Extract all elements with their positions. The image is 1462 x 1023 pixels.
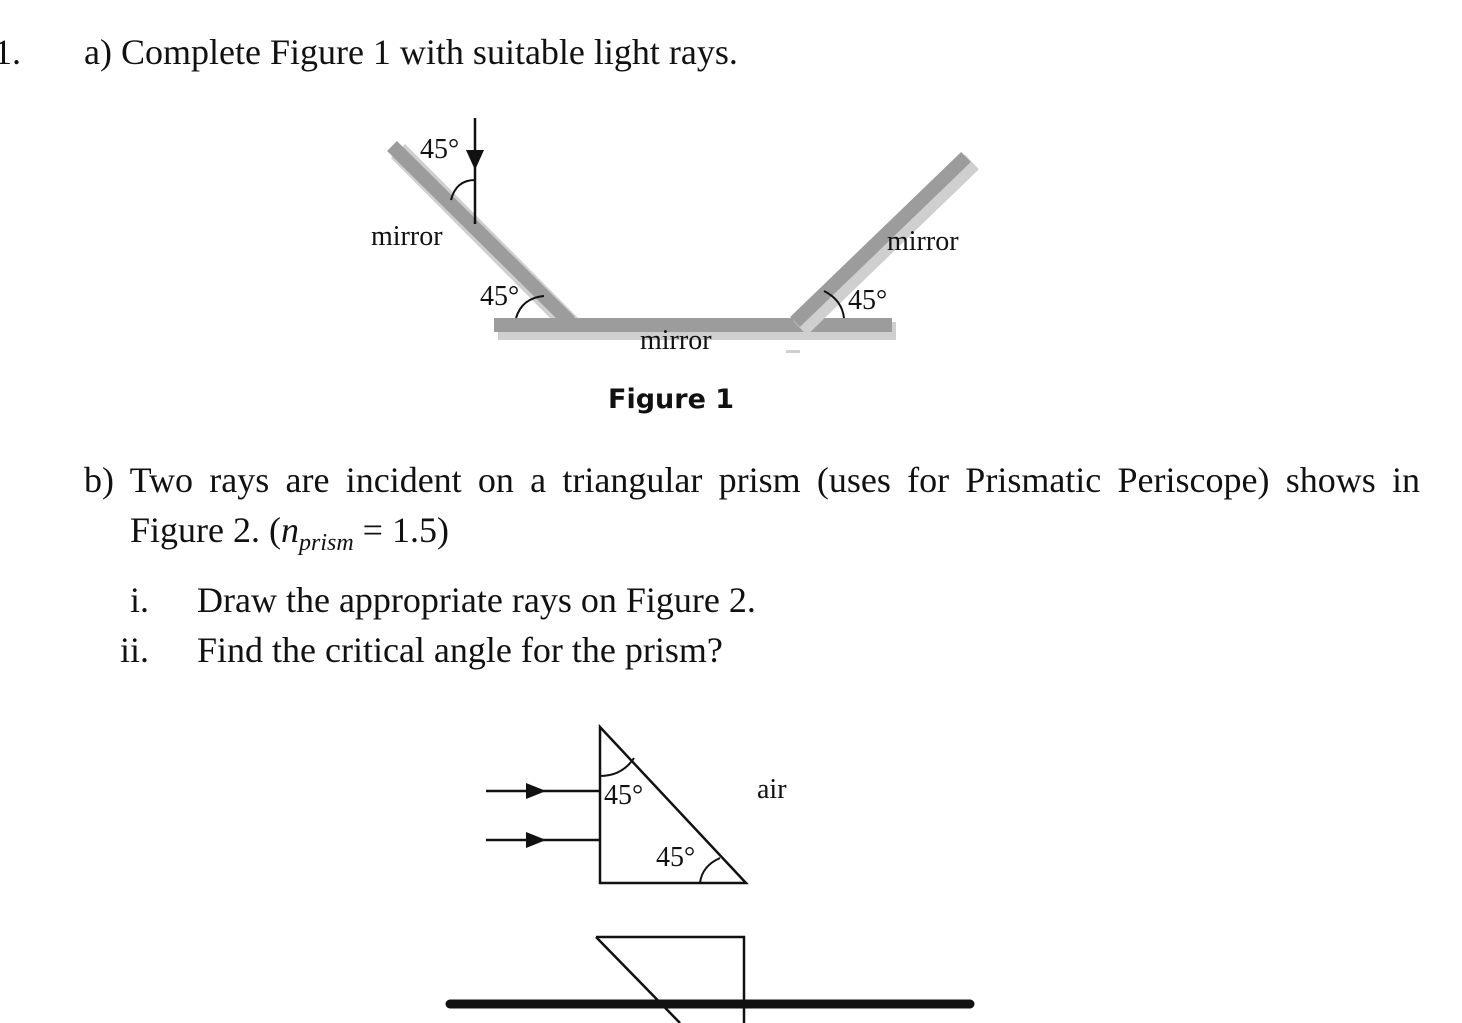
n-subscript: prism: [298, 530, 354, 556]
angle-arc-right-bottom: [823, 290, 845, 319]
fig1-angle-top: 45°: [420, 134, 460, 165]
bottom-mirror: [494, 318, 892, 332]
part-b-line2: Figure 2. (nprism = 1.5): [130, 510, 449, 563]
prism-ray-2-arrowhead: [526, 832, 546, 848]
part-a-text: a) Complete Figure 1 with suitable light…: [84, 32, 738, 72]
item-i-marker: i.: [130, 580, 150, 620]
part-b-line2-start: Figure 2. (: [130, 510, 281, 550]
part-b-line2-end: = 1.5): [353, 510, 449, 550]
fig2-angle-bottom: 45°: [656, 842, 696, 873]
figure-1-caption: Figure 1: [608, 384, 735, 415]
item-i-text: Draw the appropriate rays on Figure 2.: [197, 580, 756, 620]
fig2-angle-top: 45°: [604, 780, 644, 811]
part-b-line1: b) Two rays are incident on a triangular…: [84, 460, 1420, 500]
lower-prism-outline: [596, 935, 746, 1023]
fig2-air-label: air: [757, 774, 787, 805]
item-ii-marker: ii.: [120, 630, 150, 670]
prism-ray-1-arrowhead: [526, 783, 546, 799]
angle-arc-left-bottom: [515, 295, 545, 319]
bottom-mirror-mark: [786, 350, 800, 353]
incident-ray-arrowhead: [466, 150, 484, 170]
right-mirror-shadow: [793, 154, 979, 336]
fig1-angle-right-bottom: 45°: [848, 285, 888, 316]
fig1-right-mirror-label: mirror: [887, 226, 959, 257]
part-b-text: b) Two rays are incident on a triangular…: [84, 456, 1420, 504]
prism-angle-arc-bottom: [699, 857, 721, 884]
fig1-left-mirror-label: mirror: [371, 221, 443, 252]
prism-angle-arc-top: [599, 757, 635, 777]
item-ii-text: Find the critical angle for the prism?: [197, 630, 723, 670]
fig1-bottom-mirror-label: mirror: [640, 325, 712, 356]
n-symbol: n: [280, 510, 299, 550]
right-mirror: [790, 151, 971, 328]
lower-prism-diagonal: [595, 936, 681, 1023]
question-number: 1.: [0, 32, 21, 72]
fig1-angle-left-bottom: 45°: [480, 281, 520, 312]
angle-arc-top: [450, 179, 476, 201]
prism-triangle: [598, 723, 749, 885]
left-mirror: [387, 141, 575, 327]
